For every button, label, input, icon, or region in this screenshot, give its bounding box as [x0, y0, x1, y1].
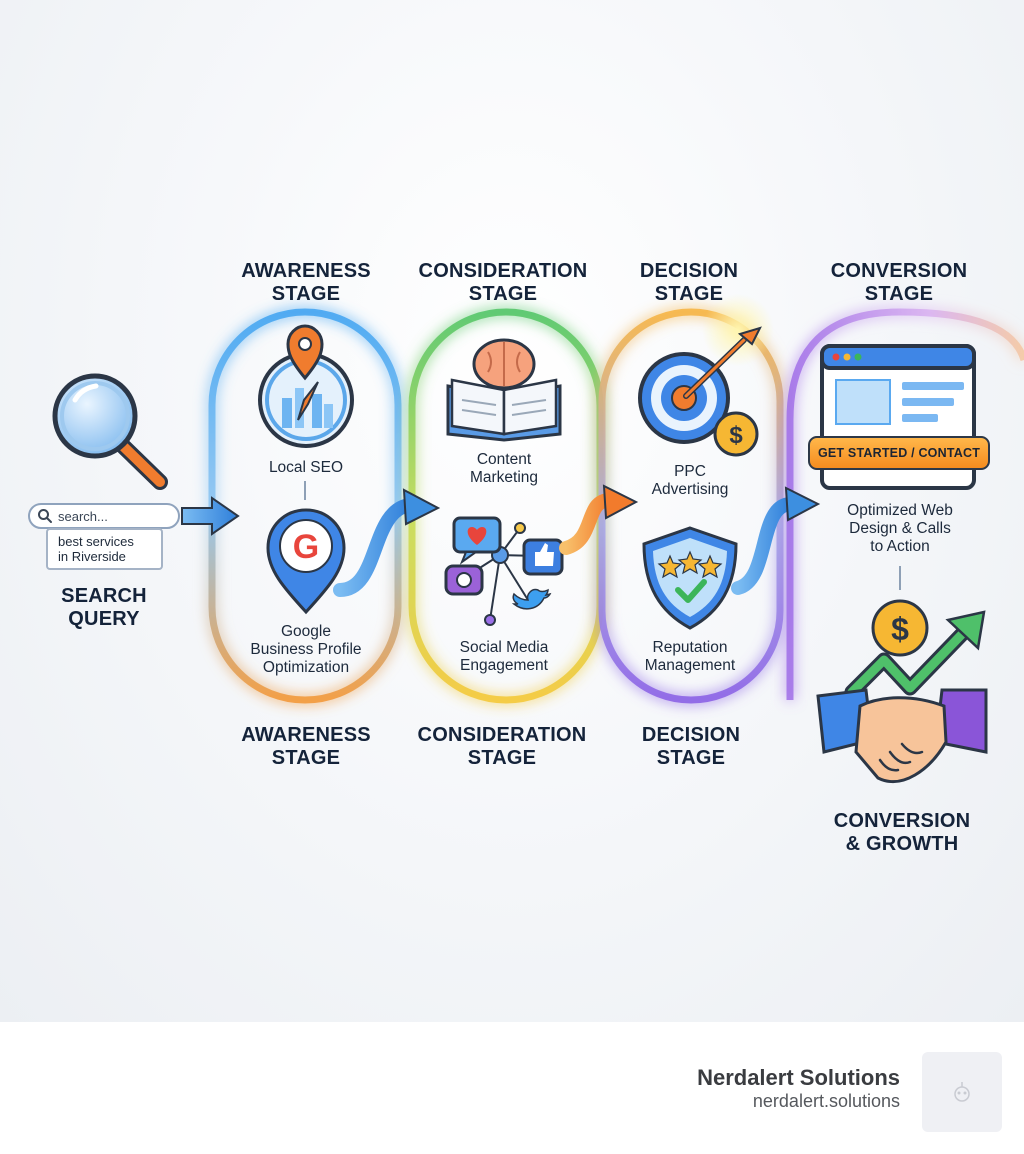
caption-web-design: Optimized Web Design & Calls to Action [847, 502, 953, 555]
conversion-growth-label: CONVERSION & GROWTH [833, 810, 971, 855]
stage-label-decision-bottom: DECISION STAGE [641, 724, 741, 769]
arrow-decision-to-conversion-icon [731, 486, 821, 595]
entry-arrow-icon [181, 496, 240, 536]
brand-block: Nerdalert Solutions nerdalert.solutions [697, 1066, 900, 1112]
get-started-contact-button[interactable]: GET STARTED / CONTACT [808, 436, 990, 470]
twitter-bird-icon [511, 588, 552, 610]
search-icon [38, 509, 52, 523]
arrow-awareness-to-consideration-icon [333, 488, 441, 597]
brand-url[interactable]: nerdalert.solutions [752, 1091, 900, 1111]
stage-label-conversion-top: CONVERSION STAGE [830, 260, 968, 305]
dollar-coin-icon: $ [871, 599, 929, 657]
stage-label-decision-top: DECISION STAGE [639, 260, 739, 305]
conversion-loop [786, 308, 1024, 700]
dollar-coin-icon: $ [713, 411, 759, 457]
caption-content-marketing: Content Marketing [469, 451, 539, 486]
brand-name: Nerdalert Solutions [697, 1065, 900, 1090]
compass-icon [258, 352, 354, 448]
caption-social-media: Social Media Engagement [459, 639, 549, 674]
stage-label-consideration-top: CONSIDERATION STAGE [418, 260, 588, 305]
brain-icon [472, 338, 536, 390]
google-pin-icon: G [266, 508, 346, 615]
shield-stars-icon [642, 526, 738, 630]
stage-label-awareness-bottom: AWARENESS STAGE [241, 724, 371, 769]
browser-window-icon [820, 344, 976, 490]
svg-text:$: $ [729, 422, 743, 449]
funnel-diagram: G [0, 0, 1024, 1022]
arrow-icon [683, 326, 762, 399]
search-query-label: SEARCH QUERY [61, 585, 147, 630]
heart-chat-icon [452, 516, 502, 565]
search-suggestion: best services in Riverside [46, 528, 163, 570]
caption-reputation: Reputation Management [644, 639, 736, 674]
sparkle-burst-icon [702, 294, 774, 366]
caption-local-seo: Local SEO [268, 459, 344, 476]
search-placeholder: search... [58, 509, 108, 524]
svg-text:$: $ [891, 611, 909, 647]
arrow-consideration-to-decision-icon [559, 484, 639, 555]
stage-label-consideration-bottom: CONSIDERATION STAGE [417, 724, 587, 769]
location-pin-icon [286, 324, 324, 381]
open-book-icon [446, 378, 562, 442]
footer [0, 1022, 1024, 1154]
search-input: search... [28, 503, 180, 529]
camera-icon [444, 564, 484, 596]
handshake-icon [816, 688, 988, 784]
nerd-logo-icon [954, 1082, 970, 1102]
thumbs-up-icon [522, 538, 564, 576]
magnifier-icon [52, 373, 168, 490]
stage-label-awareness-top: AWARENESS STAGE [241, 260, 371, 305]
caption-google-profile: Google Business Profile Optimization [250, 623, 362, 676]
growth-arrow-icon [844, 610, 986, 700]
caption-ppc: PPC Advertising [651, 463, 729, 498]
svg-text:G: G [293, 528, 319, 566]
diagram-graphics: G [52, 294, 1024, 784]
brand-logo [922, 1052, 1002, 1132]
